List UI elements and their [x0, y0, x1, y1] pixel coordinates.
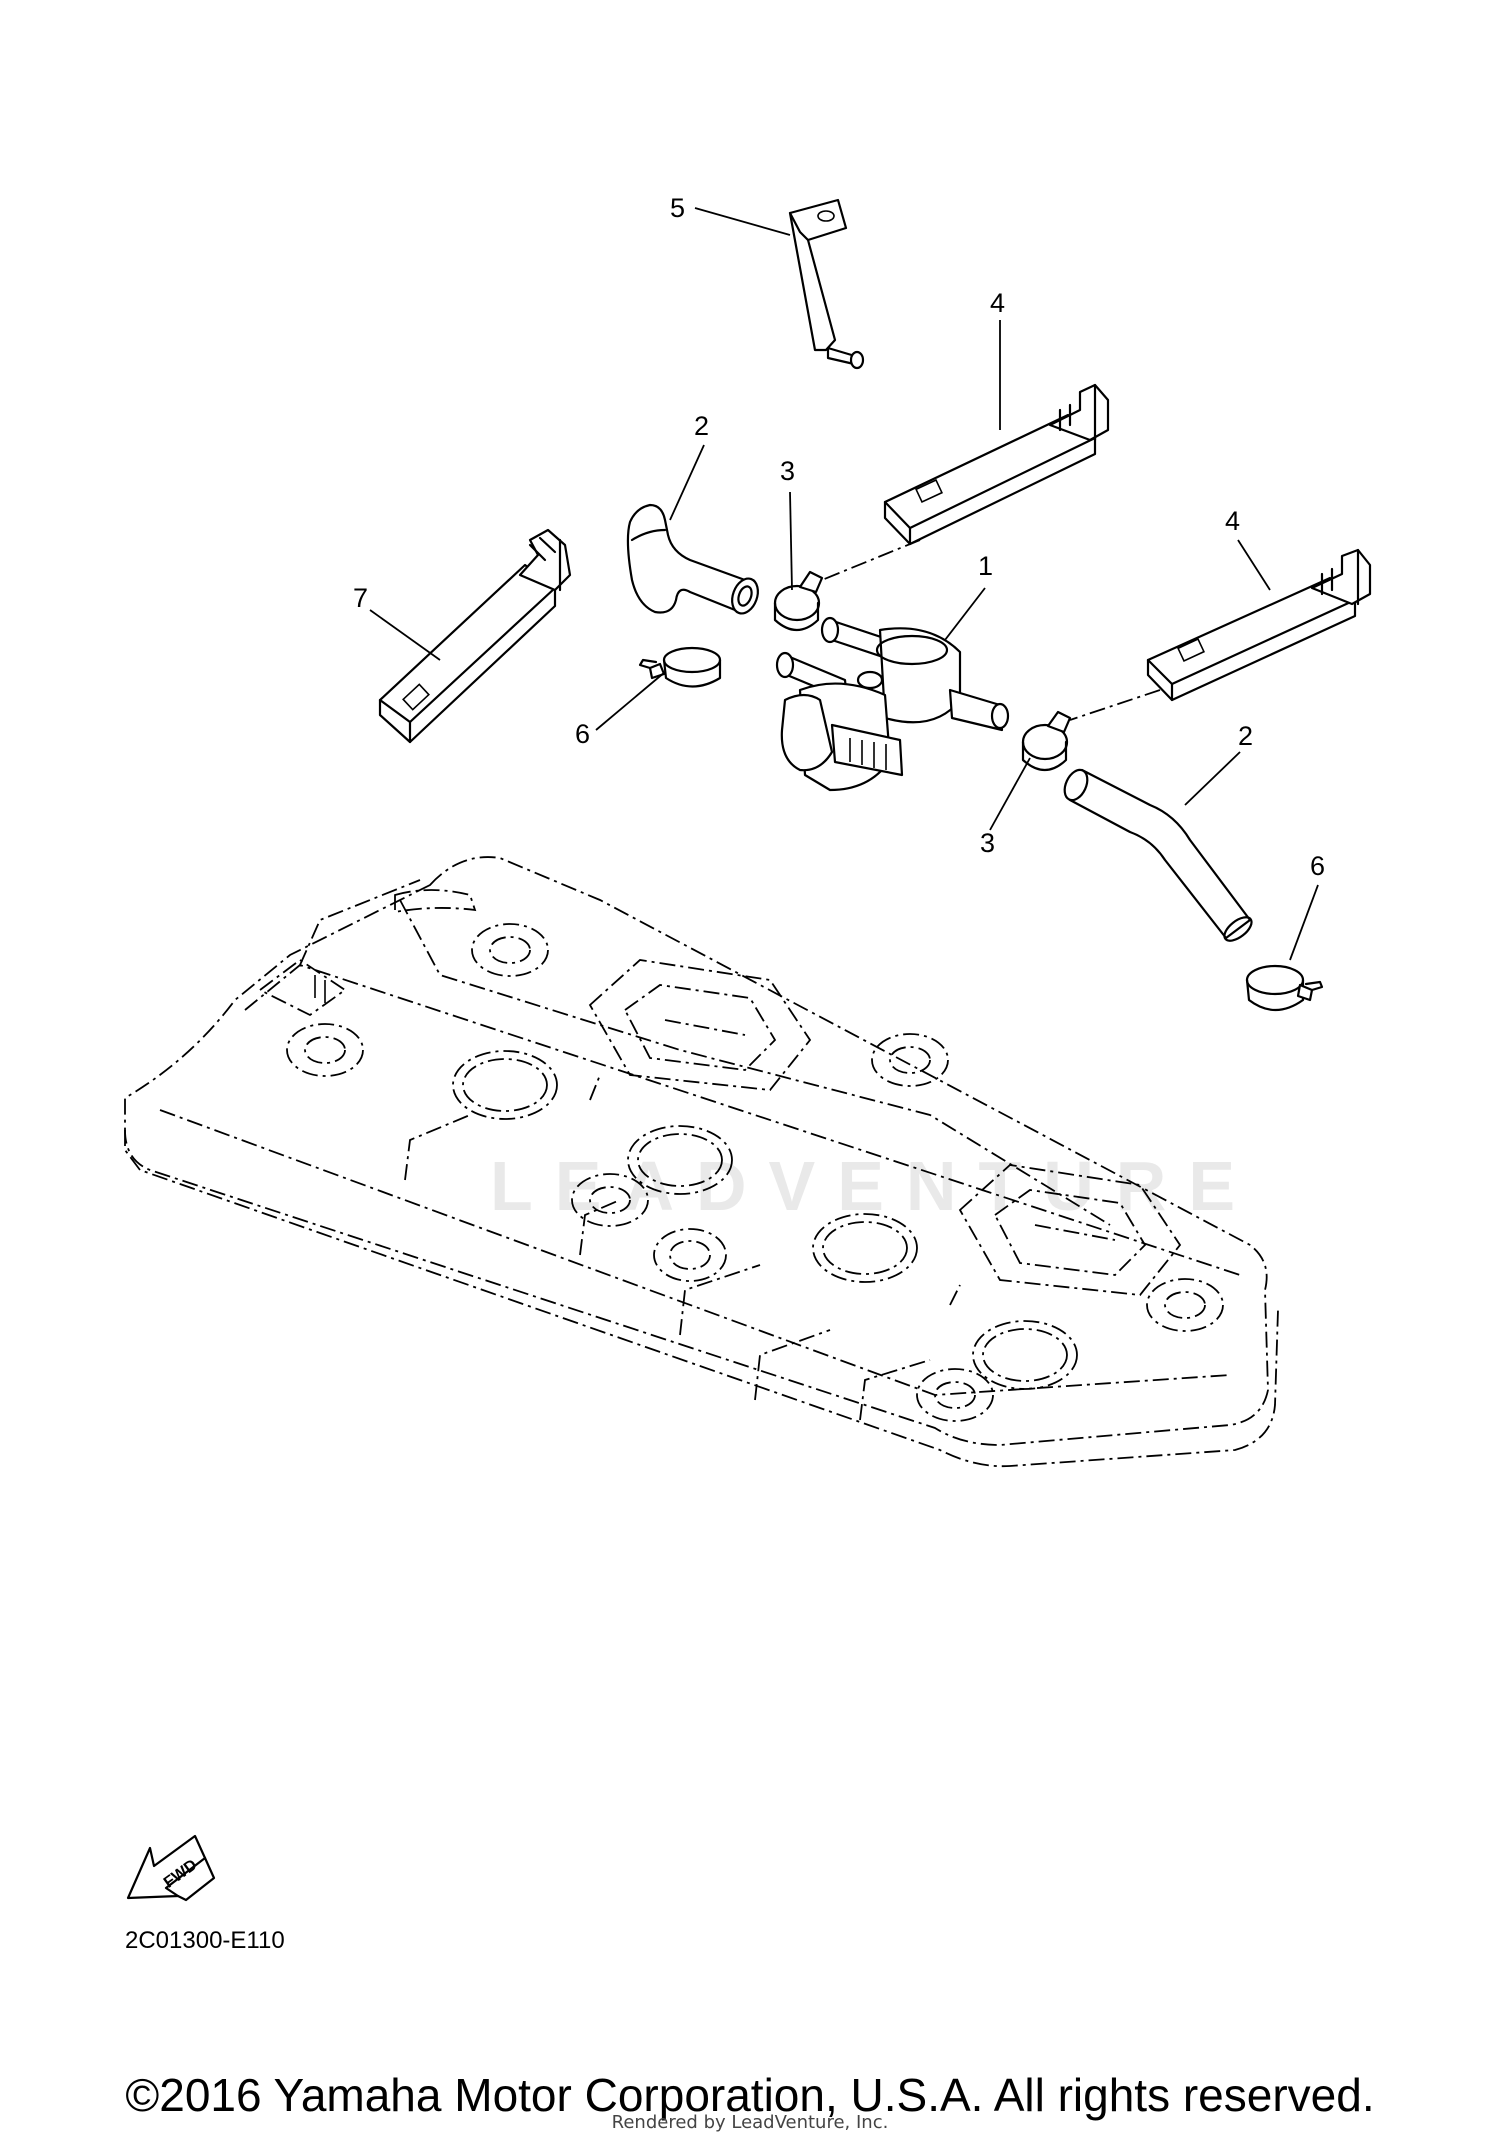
callout-3-lower: 3	[980, 828, 995, 858]
callouts: 5 4 2 3 1 4 7 6 2 3 6	[353, 193, 1325, 961]
fwd-arrow: FWD	[126, 1834, 216, 1902]
part-3-clamp-lower[interactable]	[1021, 710, 1072, 772]
part-7-clip[interactable]	[378, 528, 572, 744]
part-5-bracket[interactable]	[788, 198, 865, 370]
callout-3-upper: 3	[780, 456, 795, 486]
callout-6-left: 6	[575, 719, 590, 749]
callout-6-right: 6	[1310, 851, 1325, 881]
part-1-air-cut-valve[interactable]	[775, 616, 1010, 792]
callout-7: 7	[353, 583, 368, 613]
callout-2-lower: 2	[1238, 721, 1253, 751]
render-credit: Rendered by LeadVenture, Inc.	[611, 2112, 889, 2133]
callout-4-right: 4	[1225, 506, 1240, 536]
part-4-clip-upper[interactable]	[883, 383, 1110, 546]
cylinder-head-cover	[124, 856, 1279, 1468]
part-6-clamp-left[interactable]	[638, 646, 722, 688]
callout-2-upper: 2	[694, 411, 709, 441]
callout-1: 1	[978, 551, 993, 581]
copyright-text: ©2016 Yamaha Motor Corporation, U.S.A. A…	[125, 2069, 1375, 2121]
part-6-clamp-right[interactable]	[1245, 964, 1324, 1012]
drawing-code: 2C01300-E110	[125, 1927, 285, 1954]
callout-5: 5	[670, 193, 685, 223]
part-3-clamp-upper[interactable]	[773, 570, 824, 632]
part-4-clip-right[interactable]	[1146, 548, 1372, 702]
callout-4-upper: 4	[990, 288, 1005, 318]
part-2-hose-upper[interactable]	[626, 503, 763, 617]
part-2-hose-lower[interactable]	[1060, 766, 1255, 945]
